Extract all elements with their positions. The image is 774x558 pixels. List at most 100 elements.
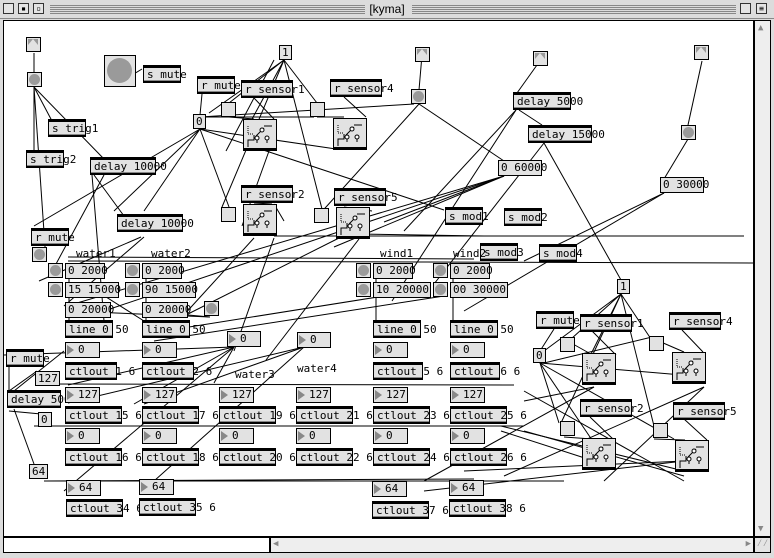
s-mute-object[interactable]: s mute: [143, 65, 187, 83]
scroll-down-arrow-icon[interactable]: ▼: [758, 524, 764, 534]
ctlout-object[interactable]: ctlout 16 6: [65, 448, 142, 466]
ctlout-object[interactable]: ctlout 22 6: [296, 448, 373, 466]
patch-cord[interactable]: [181, 237, 255, 318]
number-box[interactable]: 0: [373, 342, 408, 358]
patch-cord[interactable]: [653, 438, 686, 441]
message-127[interactable]: 127: [35, 371, 60, 386]
ctlout-object[interactable]: ctlout 21 6: [296, 406, 373, 424]
number-box[interactable]: 127: [142, 387, 177, 403]
r-sensor4-object[interactable]: r sensor4: [669, 312, 733, 330]
patch-cord[interactable]: [539, 362, 593, 441]
message-1[interactable]: 1: [279, 45, 292, 60]
trigger-button[interactable]: [26, 37, 41, 52]
number-box[interactable]: 0: [219, 428, 254, 444]
bang-button[interactable]: [204, 301, 219, 316]
s-mod2-object[interactable]: s mod2: [504, 208, 548, 226]
number-box[interactable]: 0: [450, 428, 485, 444]
message-0-2000[interactable]: 0 2000: [65, 263, 108, 279]
bang-button[interactable]: [125, 282, 140, 297]
patch-cord[interactable]: [163, 295, 385, 332]
ctlout-object[interactable]: ctlout 17 6: [142, 406, 219, 424]
patch-cord[interactable]: [356, 233, 485, 237]
message-0-20000[interactable]: 0 20000: [142, 302, 191, 318]
collapse-icon[interactable]: ▫: [33, 3, 44, 14]
patch-cord[interactable]: [199, 93, 203, 116]
patch-cord[interactable]: [67, 256, 475, 260]
vertical-scrollbar[interactable]: ▲ ▼: [754, 20, 771, 537]
patch-cord[interactable]: [8, 370, 38, 392]
patch-cord[interactable]: [543, 336, 653, 364]
bang-button[interactable]: [48, 282, 63, 297]
number-box[interactable]: 64: [372, 481, 407, 497]
toggle[interactable]: [221, 102, 236, 117]
gate-switch-4[interactable]: [672, 352, 706, 384]
ctlout-object[interactable]: ctlout 38 6: [449, 499, 526, 517]
patch-cord[interactable]: [663, 138, 689, 180]
trigger-button[interactable]: [533, 51, 548, 66]
gate-switch-2[interactable]: [582, 438, 616, 470]
delay-5000-object[interactable]: delay 5000: [513, 92, 583, 110]
gate-switch-2[interactable]: [243, 204, 277, 236]
gate-switch-5[interactable]: [675, 440, 709, 472]
ctlout-object[interactable]: ctlout 34 6: [66, 499, 143, 517]
number-box[interactable]: 127: [219, 387, 254, 403]
toggle[interactable]: [653, 423, 668, 438]
close-box-icon[interactable]: [3, 3, 14, 14]
patch-cord[interactable]: [591, 330, 617, 356]
patch-cord[interactable]: [283, 59, 318, 104]
r-sensor2-object[interactable]: r sensor2: [580, 399, 644, 417]
gate-switch-4[interactable]: [333, 118, 367, 150]
number-box[interactable]: 127: [296, 387, 331, 403]
number-box[interactable]: 0: [227, 331, 261, 347]
number-box[interactable]: 64: [449, 480, 484, 496]
patch-cord[interactable]: [518, 109, 543, 126]
bang-button[interactable]: [433, 263, 448, 278]
bang-button[interactable]: [27, 72, 42, 87]
lock-icon[interactable]: ▪: [18, 3, 29, 14]
patch-cord[interactable]: [93, 174, 125, 217]
patch-cord[interactable]: [33, 86, 53, 122]
patch-cord[interactable]: [253, 97, 275, 120]
title-bar[interactable]: ▪ ▫ [kyma] ≡: [0, 0, 774, 19]
scroll-left-arrow-icon[interactable]: ◀: [273, 539, 279, 549]
toggle[interactable]: [310, 102, 325, 117]
bang-button[interactable]: [433, 282, 448, 297]
r-mute-object[interactable]: r mute: [31, 228, 75, 246]
number-box[interactable]: 0: [373, 428, 408, 444]
toggle[interactable]: [649, 336, 664, 351]
message-0-2000[interactable]: 0 2000: [142, 263, 185, 279]
patch-cord[interactable]: [500, 430, 595, 462]
patch-cord[interactable]: [589, 416, 615, 441]
line-object[interactable]: line 0 50: [450, 320, 514, 338]
line-object[interactable]: line 0 50: [373, 320, 437, 338]
number-box[interactable]: 0: [65, 428, 100, 444]
r-mute-object[interactable]: r mute: [6, 349, 50, 367]
delay-10000-object[interactable]: delay 10000: [117, 214, 194, 232]
zoom-box-icon[interactable]: [740, 3, 751, 14]
patch-cord[interactable]: [343, 96, 367, 118]
message-0-30000[interactable]: 0 30000: [660, 177, 709, 193]
ctlout-object[interactable]: ctlout 1 6: [65, 362, 135, 380]
patch-cord[interactable]: [199, 128, 445, 211]
message-0-2000[interactable]: 0 2000: [373, 263, 416, 279]
ctlout-object[interactable]: ctlout 24 6: [373, 448, 450, 466]
patch-cord[interactable]: [43, 383, 515, 386]
patch-cord[interactable]: [523, 386, 595, 402]
toggle[interactable]: [560, 421, 575, 436]
patch-cord[interactable]: [199, 128, 230, 208]
number-box[interactable]: 0: [142, 428, 177, 444]
s-trig2-object[interactable]: s trig2: [26, 150, 76, 168]
patch-cord[interactable]: [543, 142, 622, 281]
number-box[interactable]: 64: [139, 479, 174, 495]
patch-cord[interactable]: [8, 410, 42, 415]
toggle[interactable]: [314, 208, 329, 223]
message-10-20000[interactable]: 10 20000: [373, 282, 431, 298]
bang-button[interactable]: [125, 263, 140, 278]
patch-cord[interactable]: [620, 293, 652, 340]
patch-cord[interactable]: [253, 202, 273, 205]
patch-cord[interactable]: [681, 329, 704, 353]
bang-button[interactable]: [32, 247, 47, 262]
r-sensor5-object[interactable]: r sensor5: [673, 402, 737, 420]
patch-cord[interactable]: [213, 346, 235, 384]
number-box[interactable]: 127: [65, 387, 100, 403]
